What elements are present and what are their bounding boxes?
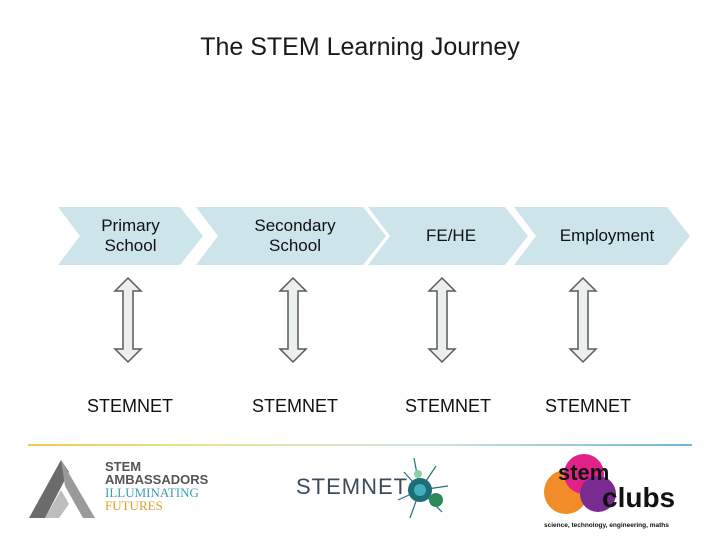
stage-primary-school: Primary School [58, 207, 203, 265]
stemclubs-blobs-icon [544, 454, 616, 514]
stage-label: Secondary School [254, 216, 336, 255]
stemclubs-word-stem: stem [558, 460, 610, 485]
stemnet-label: STEMNET [86, 396, 173, 416]
stage-fe-he: FE/HE [368, 207, 528, 265]
divider [28, 444, 692, 446]
page-title: The STEM Learning Journey [200, 33, 520, 61]
ambassadors-line-1: STEM [105, 459, 142, 474]
chevron-shape [58, 207, 203, 265]
stemnet-logo: STEMNET [296, 452, 456, 524]
stem-ambassadors-logo: STEM AMBASSADORS ILLUMINATING FUTURES [25, 456, 225, 522]
chevron-shape [196, 207, 386, 265]
stage-label: Employment [559, 226, 655, 245]
ambassadors-line-3: ILLUMINATING [105, 485, 199, 500]
stage-label: FE/HE [425, 226, 477, 245]
double-arrow-icon [278, 276, 308, 364]
stemnet-label: STEMNET [251, 396, 338, 416]
stem-clubs-logo: stem clubs science, technology, engineer… [540, 454, 700, 534]
double-arrow-icon [113, 276, 143, 364]
stemnet-label: STEMNET [544, 396, 631, 416]
chevron-shape [514, 207, 690, 265]
double-arrow-icon [568, 276, 598, 364]
stage-employment: Employment [514, 207, 690, 265]
ambassadors-line-4: FUTURES [105, 498, 163, 513]
stemnet-label: STEMNET [404, 396, 491, 416]
stemclubs-word-clubs: clubs [602, 482, 676, 513]
stage-secondary-school: Secondary School [196, 207, 386, 265]
chevron-shape [368, 207, 528, 265]
stemnet-logo-text: STEMNET [296, 474, 409, 499]
stage-label: Primary School [101, 216, 160, 255]
stemnet-spark-icon [397, 457, 449, 519]
double-arrow-icon [427, 276, 457, 364]
ambassadors-line-2: AMBASSADORS [105, 472, 209, 487]
stemclubs-tagline: science, technology, engineering, maths [544, 522, 669, 529]
ambassadors-triangle-icon [29, 460, 95, 518]
